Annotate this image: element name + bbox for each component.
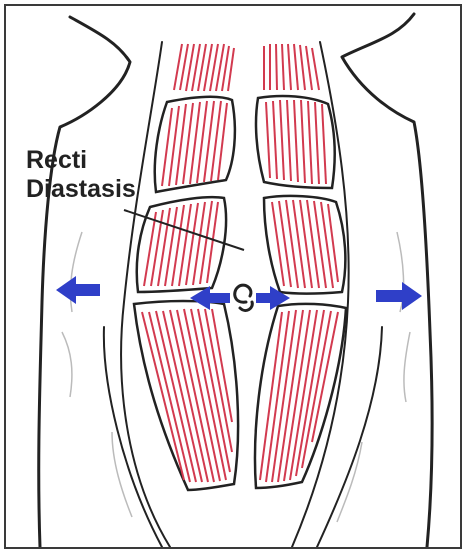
arrow-left-icon <box>56 276 100 304</box>
rectus-segment-right-4 <box>255 304 346 488</box>
rectus-segment-left-4 <box>134 301 238 490</box>
arrow-right-icon <box>256 286 290 310</box>
rectus-segment-left-1 <box>174 44 234 91</box>
abdomen-drawing <box>6 6 462 549</box>
label-line-2: Diastasis <box>26 175 136 204</box>
rectus-segment-right-3 <box>264 196 345 294</box>
rectus-segment-right-2 <box>256 96 335 188</box>
rectus-segment-right-1 <box>264 44 319 90</box>
rectus-segment-left-3 <box>137 197 226 292</box>
arrow-right-icon <box>376 282 422 310</box>
figure-label: Recti Diastasis <box>26 146 136 204</box>
label-line-1: Recti <box>26 146 136 175</box>
contour-lines <box>104 42 382 547</box>
figure-frame: Recti Diastasis <box>4 4 462 549</box>
navel-icon <box>235 285 253 310</box>
rectus-segment-left-2 <box>155 97 235 192</box>
